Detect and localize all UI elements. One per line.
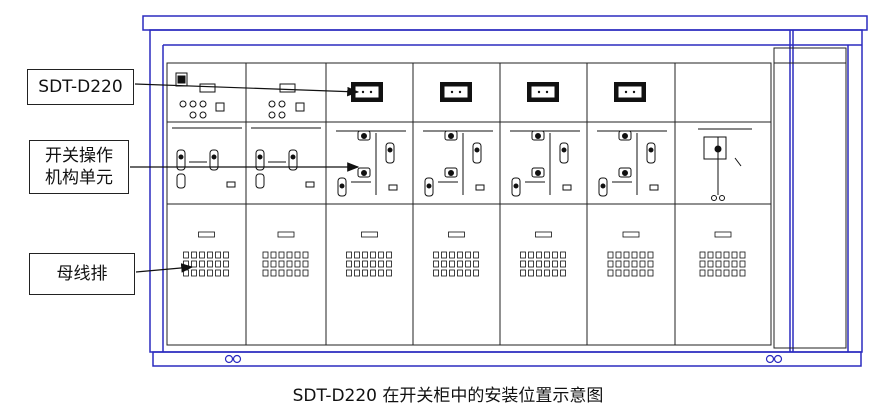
sdt-devices [351, 82, 646, 102]
callout-arrows [130, 83, 360, 273]
busbar-callout-label: 母线排 [29, 253, 135, 295]
enclosure-frame [142, 15, 868, 367]
vent-panel-6 [607, 231, 654, 277]
vent-panel-5 [520, 231, 566, 277]
mechanism-units [172, 127, 752, 201]
panel-1-instruments [175, 72, 225, 119]
sdt-callout-label: SDT-D220 [27, 69, 134, 105]
busbar-vents [183, 231, 746, 277]
cabinet-panels [166, 62, 772, 346]
mechanism-unit-4 [423, 130, 493, 197]
cabinet-feet [224, 354, 783, 364]
side-compartment [773, 47, 847, 349]
mechanism-unit-6 [597, 130, 667, 197]
mechanism-unit-7 [698, 128, 752, 201]
panel-2-instruments [268, 83, 305, 119]
mechanism-unit-1 [172, 127, 242, 189]
vent-panel-2 [262, 231, 309, 277]
sdt-device-4 [614, 82, 646, 102]
vent-panel-4 [433, 231, 479, 277]
vent-panel-7 [699, 231, 746, 277]
sdt-device-3 [527, 82, 559, 102]
figure-caption: SDT-D220 在开关柜中的安装位置示意图 [292, 386, 604, 406]
vent-panel-3 [346, 231, 392, 277]
mechanism-unit-2 [251, 127, 321, 189]
mechanism-callout-label: 开关操作 机构单元 [29, 140, 129, 194]
vent-panel-1 [183, 231, 229, 277]
mechanism-unit-5 [510, 130, 580, 197]
sdt-device-2 [440, 82, 472, 102]
mechanism-unit-3 [336, 130, 406, 197]
